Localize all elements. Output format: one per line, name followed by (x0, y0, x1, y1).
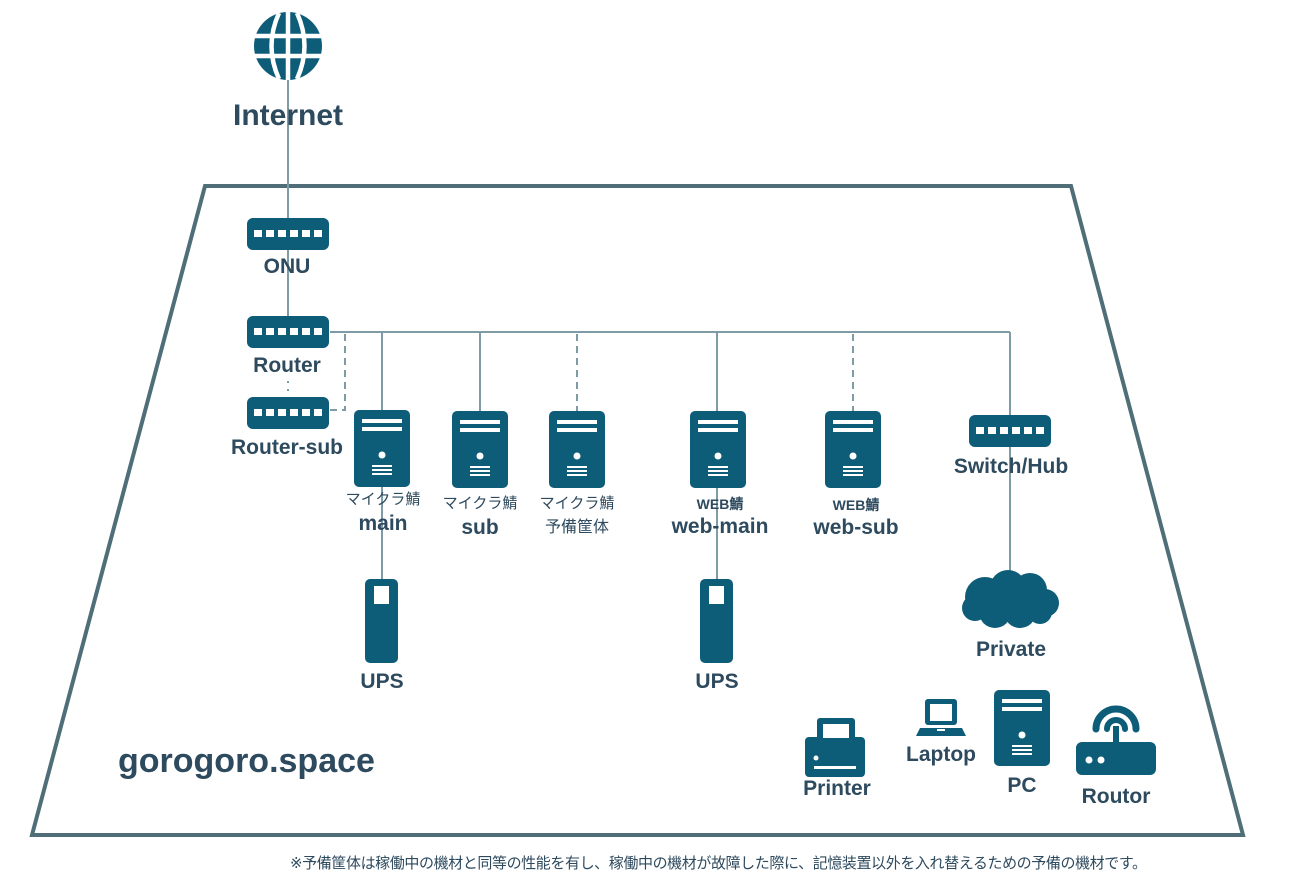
router-label: Router (253, 354, 321, 377)
router-icon (247, 316, 329, 348)
globe-icon (254, 12, 322, 80)
web-sub-caption: WEB鯖 (832, 497, 880, 513)
domain-name-label: gorogoro.space (118, 742, 375, 780)
server-icon (549, 411, 605, 488)
server-icon (690, 411, 746, 488)
laptop-label: Laptop (906, 743, 976, 766)
web-main-label: web-main (671, 515, 769, 538)
server-icon (452, 411, 508, 488)
server-icon (354, 410, 410, 487)
mc-main-caption: マイクラ鯖 (345, 490, 421, 508)
router-sub-label: Router-sub (231, 436, 343, 459)
wifi-router-icon (1076, 705, 1156, 775)
ups-main-label: UPS (360, 670, 404, 693)
network-boundary (29, 184, 1246, 837)
mc-sub-label: sub (461, 516, 499, 539)
web-main-caption: WEB鯖 (696, 496, 744, 512)
ups-icon (365, 579, 398, 663)
footnote: ※予備筐体は稼働中の機材と同等の性能を有し、稼働中の機材が故障した際に、記憶装置… (290, 854, 1147, 872)
laptop-icon (916, 699, 966, 736)
switch-hub-label: Switch/Hub (953, 455, 1069, 478)
private-label: Private (975, 638, 1047, 661)
cloud-icon (962, 570, 1059, 628)
link-router-sub-bus (330, 334, 346, 411)
mc-spare-label: 予備筐体 (544, 517, 610, 536)
printer-icon (805, 718, 865, 777)
router-sub-icon (247, 397, 329, 429)
mc-sub-caption: マイクラ鯖 (442, 494, 518, 512)
printer-label: Printer (803, 777, 871, 800)
mc-main-label: main (358, 512, 408, 535)
pc-icon (994, 690, 1050, 766)
mc-spare-caption: マイクラ鯖 (539, 494, 615, 512)
switch-hub-icon (969, 415, 1051, 447)
server-icon (825, 411, 881, 488)
ups-web-label: UPS (695, 670, 739, 693)
ups-icon (700, 579, 733, 663)
routor-label: Routor (1081, 785, 1151, 808)
onu-icon (247, 218, 329, 250)
web-sub-label: web-sub (813, 516, 899, 539)
pc-label: PC (1007, 774, 1037, 797)
internet-label: Internet (232, 99, 344, 132)
onu-label: ONU (263, 255, 311, 278)
